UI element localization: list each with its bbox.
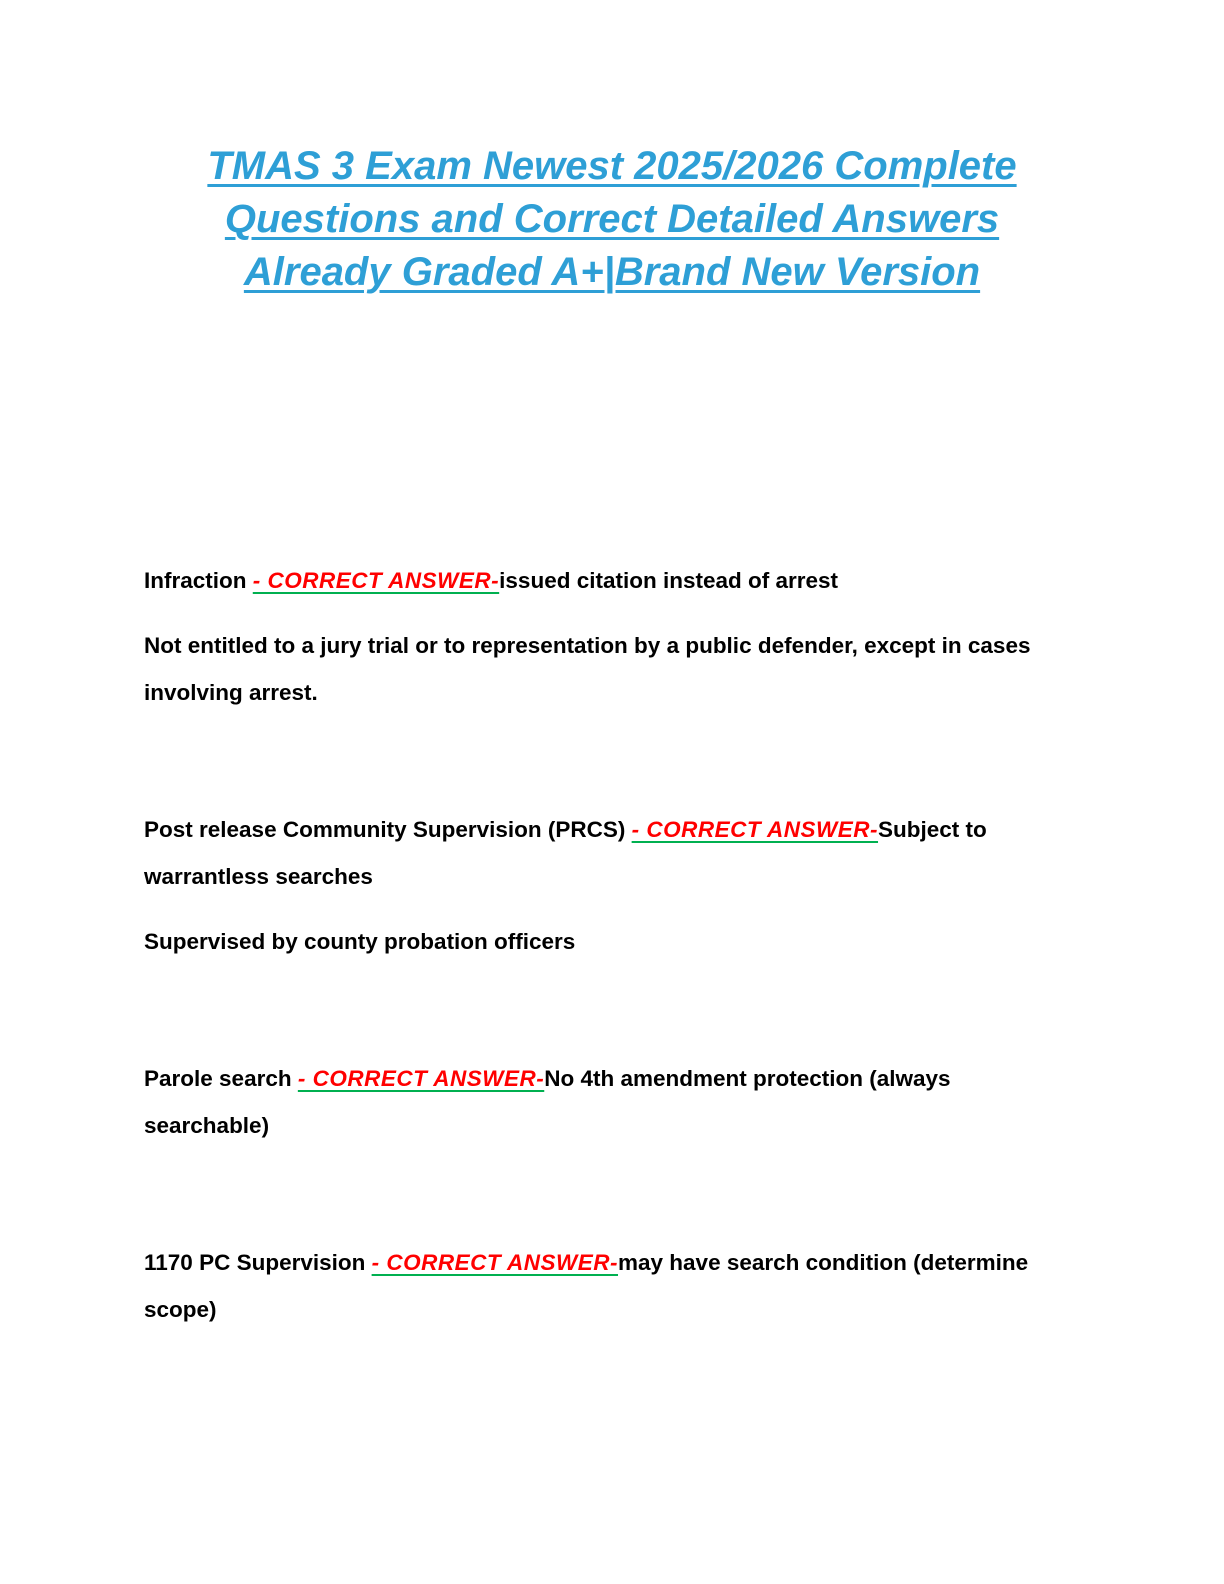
qa-item-prcs: Post release Community Supervision (PRCS… — [144, 806, 1049, 965]
qa-answer: issued citation instead of arrest — [499, 568, 839, 593]
qa-term: Infraction — [144, 568, 253, 593]
qa-item-parole-search: Parole search - CORRECT ANSWER-No 4th am… — [144, 1055, 1049, 1149]
correct-answer-marker: - CORRECT ANSWER- — [631, 817, 879, 842]
qa-answer: No 4th amendment protection (always sear… — [144, 1066, 951, 1138]
qa-note: Not entitled to a jury trial or to repre… — [144, 633, 1031, 705]
qa-answer-line: 1170 PC Supervision - CORRECT ANSWER-may… — [144, 1239, 1049, 1333]
qa-answer: Subject to warrantless searches — [144, 817, 987, 889]
title-line-2: Questions and Correct Detailed Answers — [224, 197, 1000, 241]
document-title: TMAS 3 Exam Newest 2025/2026 Complete Qu… — [144, 140, 1080, 299]
correct-answer-marker: - CORRECT ANSWER- — [297, 1066, 545, 1091]
qa-item-1170-pc: 1170 PC Supervision - CORRECT ANSWER-may… — [144, 1239, 1049, 1333]
qa-answer-line: Infraction - CORRECT ANSWER-issued citat… — [144, 557, 1049, 604]
qa-answer-line: Parole search - CORRECT ANSWER-No 4th am… — [144, 1055, 1049, 1149]
qa-term: Parole search — [144, 1066, 298, 1091]
qa-term: Post release Community Supervision (PRCS… — [144, 817, 632, 842]
qa-term: 1170 PC Supervision — [144, 1250, 372, 1275]
correct-answer-marker: - CORRECT ANSWER- — [252, 568, 500, 593]
title-line-3: Already Graded A+|Brand New Version — [243, 250, 981, 294]
qa-item-infraction: Infraction - CORRECT ANSWER-issued citat… — [144, 557, 1049, 716]
qa-note: Supervised by county probation officers — [144, 929, 576, 954]
title-line-1: TMAS 3 Exam Newest 2025/2026 Complete — [207, 144, 1017, 188]
qa-answer: may have search condition (determine sco… — [144, 1250, 1029, 1322]
document-body: Infraction - CORRECT ANSWER-issued citat… — [144, 557, 1049, 1333]
correct-answer-marker: - CORRECT ANSWER- — [371, 1250, 619, 1275]
qa-answer-line: Post release Community Supervision (PRCS… — [144, 806, 1049, 900]
